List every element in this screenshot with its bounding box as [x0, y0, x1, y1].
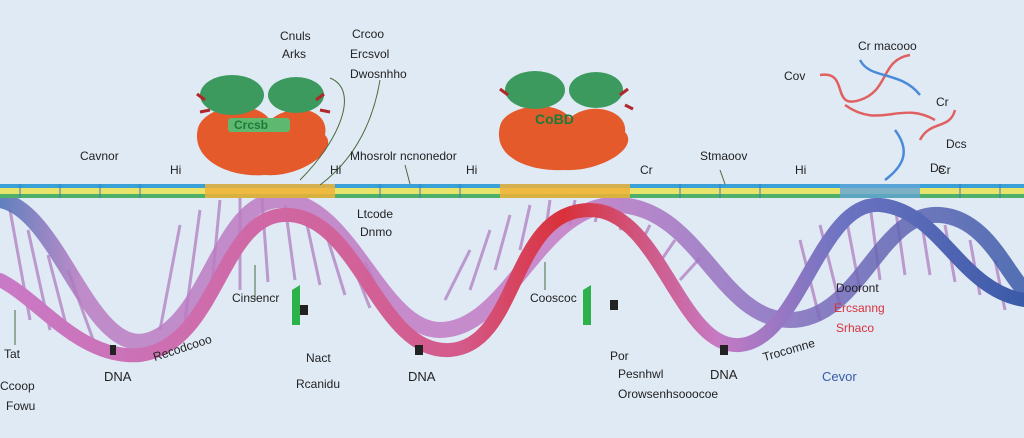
- mid-label-dnmo: Dnmo: [360, 225, 393, 239]
- right-block-line-2: Ercsanng: [834, 301, 885, 315]
- rna-strands: [819, 53, 957, 181]
- clamp-marks: [110, 300, 728, 355]
- dna-label-left: DNA: [104, 369, 132, 384]
- rna-label-top: Cr macooo: [858, 39, 917, 53]
- label-rcanidu: Rcanidu: [296, 377, 341, 391]
- label-orowsenhs: Orowsenhsooocoe: [618, 387, 719, 401]
- protein-left-line-3: Crcoo: [352, 27, 385, 41]
- label-por: Por: [610, 349, 629, 363]
- right-block-line-3: Srhaco: [836, 321, 875, 335]
- mid-label-cinsen: Cinsencr: [232, 291, 280, 305]
- left-label-ccoo: Ccoop: [0, 379, 35, 393]
- band-label-3: Hi: [330, 163, 342, 177]
- label-pesnhwl: Pesnhwl: [618, 367, 664, 381]
- label-nact: Nact: [306, 351, 331, 365]
- mid-label-cooscoc: Cooscoc: [530, 291, 577, 305]
- pointer-lines: [14, 77, 726, 345]
- green-markers: [292, 285, 591, 325]
- helix-front-strand: [0, 197, 1024, 363]
- left-label-fow: Fowu: [6, 399, 36, 413]
- band-label-7: Stmaoov: [700, 149, 748, 163]
- rna-label-r3: Ds: [930, 161, 945, 175]
- dna-label-mid: DNA: [408, 369, 436, 384]
- label-cevor: Cevor: [822, 369, 857, 384]
- mid-label-tcode: Ltcode: [357, 207, 394, 221]
- band-label-8: Hi: [795, 163, 807, 177]
- dna-label-right: DNA: [710, 367, 738, 382]
- band-label-4: Mhosrolr ncnonedor: [350, 149, 457, 163]
- protein-left-line-1: Cnuls: [280, 29, 311, 43]
- band-ticks: [19, 184, 1001, 198]
- protein-left-line-2: Arks: [282, 47, 306, 61]
- band-label-2: Hi: [170, 163, 182, 177]
- band-label-6: Cr: [640, 163, 653, 177]
- protein-right-label: CoBD: [535, 111, 574, 127]
- band-label-5: Hi: [466, 163, 478, 177]
- protein-left-line-4: Ercsvol: [350, 47, 390, 61]
- top-band: [0, 184, 1024, 198]
- rna-label-r1: Cr: [936, 95, 949, 109]
- rna-label-left: Cov: [784, 69, 806, 83]
- rna-label-r2: Dcs: [946, 137, 967, 151]
- protein-complex-right: [498, 71, 634, 171]
- right-block-line-1: Dooront: [836, 281, 879, 295]
- band-label-1: Cavnor: [80, 149, 119, 163]
- left-label-tat: Tat: [4, 347, 21, 361]
- protein-left-line-5: Dwosnhho: [350, 67, 407, 81]
- band-label-9: Cr: [938, 163, 951, 177]
- protein-complex-left: [196, 75, 331, 176]
- protein-left-label: Crcsb: [234, 118, 269, 132]
